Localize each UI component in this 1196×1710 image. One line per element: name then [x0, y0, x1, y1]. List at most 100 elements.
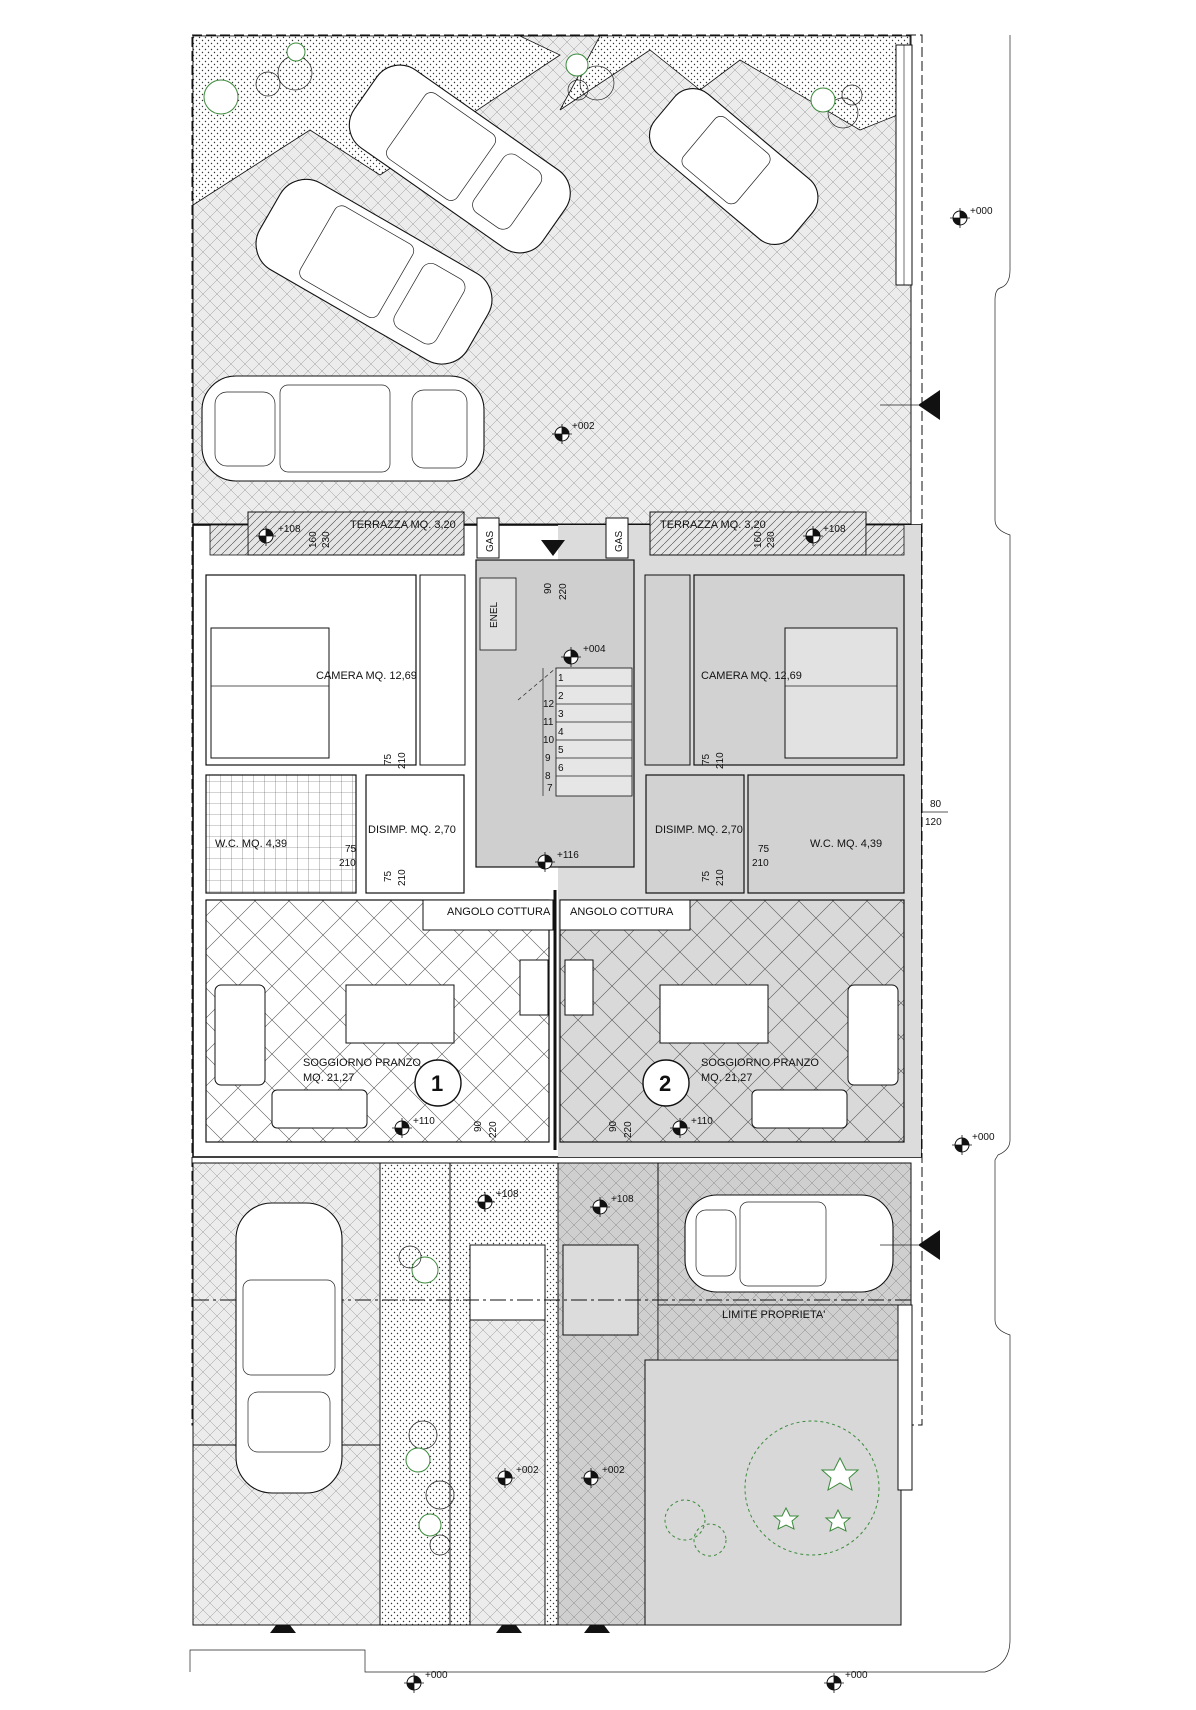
- car-north-4: [201, 375, 485, 482]
- property-limit-label: LIMITE PROPRIETA': [722, 1309, 825, 1321]
- elevation-label: +108: [496, 1189, 519, 1200]
- elevation-marker: +002: [494, 1465, 539, 1489]
- room-label-soggiorno-2: SOGGIORNO PRANZO: [701, 1057, 819, 1069]
- dimension-label: 75 210: [383, 752, 408, 769]
- tree-group-south-mid: [398, 1245, 455, 1556]
- svg-text:90: 90: [543, 582, 554, 594]
- svg-text:80: 80: [930, 799, 942, 810]
- elevation-marker: +002: [551, 421, 595, 445]
- unit-1-number: 1: [431, 1071, 443, 1096]
- elevation-label: +000: [972, 1132, 995, 1143]
- tree-group-south-garden: [664, 1420, 880, 1557]
- elevation-label: +110: [691, 1116, 713, 1127]
- section-marker-north: [880, 390, 940, 420]
- svg-text:120: 120: [925, 817, 942, 828]
- room-label-soggiorno-2-area: MQ. 21,27: [701, 1072, 752, 1084]
- elevation-marker: +116: [534, 850, 579, 873]
- room-label-disimp-1: DISIMP. MQ. 2,70: [368, 824, 456, 836]
- elevation-label: +108: [278, 524, 301, 535]
- tree-group-north-mid: [565, 53, 615, 101]
- elevation-label: +000: [970, 206, 993, 217]
- room-label-terrazza-2: TERRAZZA MQ. 3,20: [660, 519, 766, 531]
- svg-text:75: 75: [383, 870, 394, 882]
- elevation-marker: +002: [580, 1465, 625, 1489]
- svg-text:210: 210: [715, 869, 726, 886]
- step-number: 5: [558, 745, 564, 756]
- svg-text:75: 75: [701, 753, 712, 765]
- room-label-angolo-2: ANGOLO COTTURA: [570, 906, 674, 918]
- svg-text:210: 210: [339, 858, 356, 869]
- dimension-label: 75 210: [752, 844, 770, 869]
- elevation-label: +000: [425, 1670, 448, 1681]
- step-number: 7: [547, 783, 553, 794]
- step-number: 6: [558, 763, 564, 774]
- svg-text:90: 90: [473, 1120, 484, 1132]
- elevation-marker: +000: [403, 1670, 448, 1694]
- section-marker-south: [880, 1230, 940, 1260]
- step-number: 2: [558, 691, 564, 702]
- step-number: 10: [543, 735, 555, 746]
- room-label-camera-1: CAMERA MQ. 12,69: [316, 670, 417, 682]
- step-number: 12: [543, 699, 555, 710]
- dimension-label: 75 210: [701, 752, 726, 769]
- room-label-terrazza-1: TERRAZZA MQ. 3,20: [350, 519, 456, 531]
- room-label-soggiorno-1: SOGGIORNO PRANZO: [303, 1057, 421, 1069]
- svg-text:160: 160: [308, 531, 319, 548]
- elevation-marker: +000: [823, 1670, 868, 1694]
- svg-text:220: 220: [488, 1121, 499, 1138]
- dimension-label: 160 230: [753, 531, 777, 548]
- step-number: 4: [558, 727, 564, 738]
- svg-text:230: 230: [766, 531, 777, 548]
- step-number: 1: [558, 673, 564, 684]
- room-label-wc-1: W.C. MQ. 4,39: [215, 838, 287, 850]
- svg-text:220: 220: [623, 1121, 634, 1138]
- unit-2-badge: [642, 1059, 690, 1107]
- elevation-marker: +108: [474, 1189, 519, 1213]
- dimension-label: 75 210: [383, 869, 408, 886]
- building: 1 2 3 4 5 6 7 8 9 10 11 12 1 2: [192, 511, 922, 1158]
- step-number: 3: [558, 709, 564, 720]
- tree-group-north-left: [203, 42, 313, 115]
- elevation-marker: +108: [255, 524, 301, 547]
- gas-label-1: GAS: [485, 531, 496, 552]
- room-label-wc-2: W.C. MQ. 4,39: [810, 838, 882, 850]
- elevation-marker: +110: [669, 1116, 713, 1139]
- dimension-label: 75 210: [339, 844, 357, 869]
- dimension-label: 90 220: [473, 1120, 499, 1138]
- elevation-label: +002: [602, 1465, 625, 1476]
- dimension-label: 80 120: [922, 799, 948, 828]
- elevation-label: +000: [845, 1670, 868, 1681]
- unit-1-badge: [414, 1059, 462, 1107]
- stair: 1 2 3 4 5 6 7 8 9 10 11 12: [517, 667, 633, 797]
- car-north-2: [255, 178, 493, 365]
- room-label-camera-2: CAMERA MQ. 12,69: [701, 670, 802, 682]
- elevation-marker: +004: [560, 644, 606, 668]
- elevation-marker: +110: [391, 1116, 435, 1139]
- svg-text:75: 75: [758, 844, 770, 855]
- enel-label: ENEL: [489, 601, 500, 628]
- car-north-1: [348, 64, 571, 254]
- gas-label-2: GAS: [614, 531, 625, 552]
- svg-text:220: 220: [558, 583, 569, 600]
- svg-text:230: 230: [321, 531, 332, 548]
- room-label-angolo-1: ANGOLO COTTURA: [447, 906, 551, 918]
- elevation-label: +002: [572, 421, 595, 432]
- elevation-label: +002: [516, 1465, 539, 1476]
- svg-text:160: 160: [753, 531, 764, 548]
- step-number: 11: [543, 717, 554, 728]
- elevation-label: +108: [611, 1194, 634, 1205]
- dimension-label: 75 210: [701, 869, 726, 886]
- elevation-marker: +108: [802, 524, 846, 547]
- svg-text:210: 210: [397, 869, 408, 886]
- elevation-marker: +000: [951, 1132, 995, 1156]
- elevation-label: +004: [583, 644, 606, 655]
- svg-text:75: 75: [701, 870, 712, 882]
- room-label-disimp-2: DISIMP. MQ. 2,70: [655, 824, 743, 836]
- elevation-marker: +108: [589, 1194, 634, 1218]
- unit-2-number: 2: [659, 1071, 671, 1096]
- car-south-left: [235, 1202, 343, 1494]
- elevation-marker: +000: [949, 206, 993, 229]
- elevation-label: +108: [823, 524, 846, 535]
- room-label-soggiorno-1-area: MQ. 21,27: [303, 1072, 354, 1084]
